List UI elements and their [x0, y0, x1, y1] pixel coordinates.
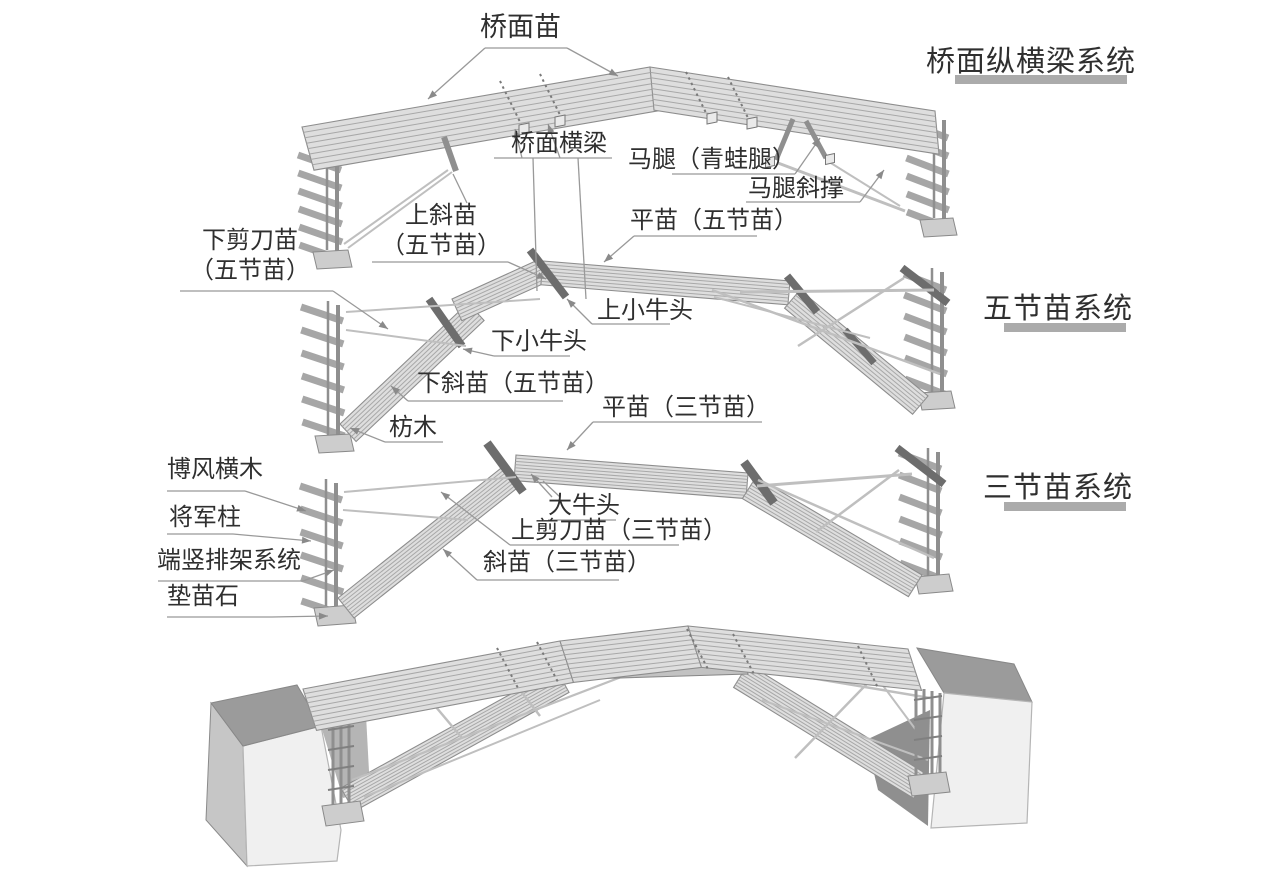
label-bofeng-cross-timber: 博风横木: [167, 457, 263, 483]
assembled-bridge-drawing: [205, 625, 1033, 868]
label-upper-inclined-miao: 上斜苗 （五节苗）: [370, 201, 512, 261]
section-title-five-underline-bar: [1004, 323, 1126, 332]
label-big-oxhead: 大牛头: [548, 493, 620, 519]
label-upper-inclined-miao-line2: （五节苗）: [381, 233, 501, 259]
label-horse-leg: 马腿（青蛙腿）: [628, 147, 796, 173]
label-upper-small-oxhead: 上小牛头: [597, 298, 693, 324]
label-upper-inclined-miao-line1: 上斜苗: [405, 203, 477, 229]
label-flat-miao-five: 平苗（五节苗）: [630, 208, 798, 234]
section-title-three-section: 三节苗系统: [983, 472, 1134, 504]
label-miao-bed-stone: 垫苗石: [167, 584, 239, 610]
label-lower-scissor-miao: 下剪刀苗 （五节苗）: [180, 226, 320, 286]
label-end-vertical-frame-system: 端竖排架系统: [157, 548, 301, 574]
section-title-deck-system: 桥面纵横梁系统: [926, 46, 1137, 78]
section-title-five-section: 五节苗系统: [983, 293, 1134, 325]
label-general-post: 将军柱: [169, 505, 241, 531]
label-lower-small-oxhead: 下小牛头: [491, 329, 587, 355]
three-section-system-drawing: [298, 440, 954, 627]
section-title-three-underline-bar: [1004, 502, 1126, 511]
section-title-deck-underline-bar: [955, 75, 1127, 84]
label-flat-miao-three: 平苗（三节苗）: [602, 395, 770, 421]
leader-lines: [158, 47, 885, 620]
label-deck-miao: 桥面苗: [480, 12, 561, 42]
label-inclined-miao-three: 斜苗（三节苗）: [483, 550, 651, 576]
label-lower-scissor-miao-line1: 下剪刀苗: [202, 228, 298, 254]
label-fang-timber: 枋木: [389, 415, 437, 441]
label-lower-scissor-miao-line2: （五节苗）: [190, 258, 310, 284]
label-horse-leg-brace: 马腿斜撑: [748, 176, 844, 202]
deck-system-drawing: [296, 66, 958, 270]
label-upper-scissor-miao-three: 上剪刀苗（三节苗）: [511, 518, 727, 544]
label-deck-crossbeam: 桥面横梁: [511, 131, 607, 157]
label-lower-inclined-miao: 下斜苗（五节苗）: [417, 371, 609, 397]
